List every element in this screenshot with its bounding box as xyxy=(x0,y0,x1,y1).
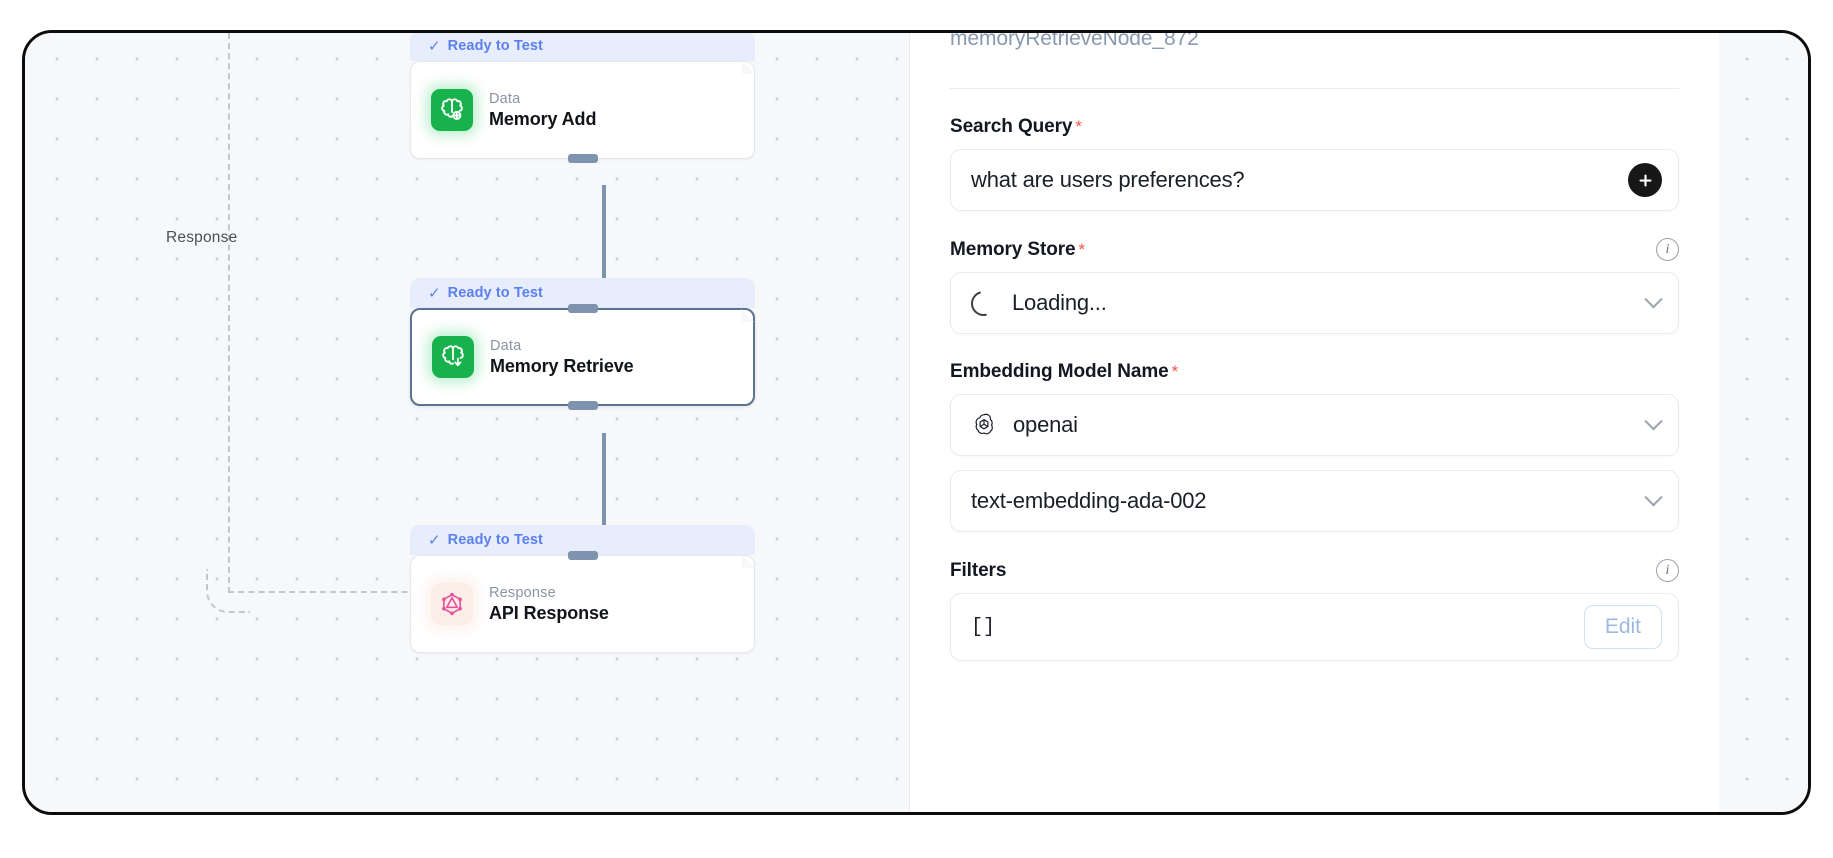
node-title-label: API Response xyxy=(489,602,609,623)
node-input-handle[interactable] xyxy=(567,304,598,313)
field-label-group: Embedding Model Name* xyxy=(950,361,1178,383)
check-icon: ✓ xyxy=(428,38,441,55)
filters-code-input[interactable]: [] Edit xyxy=(950,593,1679,661)
edge-label-response: Response xyxy=(166,229,238,246)
field-memory-store: Memory Store* i Loading... xyxy=(950,238,1679,334)
chevron-down-icon[interactable] xyxy=(1644,289,1663,308)
node-output-handle[interactable] xyxy=(567,154,598,163)
node-properties-panel: memoryRetrieveNode_872 Search Query* wha… xyxy=(909,33,1719,812)
field-label: Filters xyxy=(950,559,1007,581)
field-header: Filters i xyxy=(950,559,1679,582)
node-status-badge: ✓ Ready to Test xyxy=(410,525,755,555)
required-marker: * xyxy=(1075,117,1082,136)
node-kind-label: Response xyxy=(489,584,556,601)
field-embedding-model: text-embedding-ada-002 xyxy=(950,470,1679,532)
embedding-model-value: text-embedding-ada-002 xyxy=(971,488,1207,513)
node-status-label: Ready to Test xyxy=(447,532,543,548)
node-output-handle[interactable] xyxy=(567,401,598,410)
embedding-model-select[interactable]: text-embedding-ada-002 xyxy=(950,470,1679,532)
node-id-title: memoryRetrieveNode_872 xyxy=(950,33,1199,50)
node-api-response[interactable]: ✓ Ready to Test xyxy=(410,525,755,653)
node-status-label: Ready to Test xyxy=(447,38,543,54)
field-filters: Filters i [] Edit xyxy=(950,559,1679,661)
spinner-icon xyxy=(966,285,1001,321)
field-label: Memory Store xyxy=(950,238,1076,260)
response-edge-horizontal xyxy=(228,591,428,593)
node-title-label: Memory Retrieve xyxy=(490,355,634,376)
openai-icon xyxy=(971,412,997,438)
info-icon[interactable]: i xyxy=(1656,238,1679,261)
chevron-down-icon[interactable] xyxy=(1644,411,1663,430)
panel-divider xyxy=(950,88,1679,89)
field-label-group: Memory Store* xyxy=(950,239,1085,261)
search-query-input[interactable]: what are users preferences? xyxy=(950,149,1679,211)
brain-retrieve-icon xyxy=(432,336,474,378)
field-embedding-model-name: Embedding Model Name* openai xyxy=(950,361,1679,456)
search-query-value: what are users preferences? xyxy=(971,167,1245,192)
field-label: Embedding Model Name xyxy=(950,361,1169,382)
node-status-badge: ✓ Ready to Test xyxy=(410,33,755,61)
node-status-label: Ready to Test xyxy=(447,285,543,301)
node-kind-label: Data xyxy=(489,90,521,107)
node-memory-retrieve[interactable]: ✓ Ready to Test Data Memory Retrieve xyxy=(410,278,755,410)
response-edge-corner xyxy=(206,569,250,613)
plus-icon[interactable] xyxy=(1628,163,1662,197)
canvas-right-strip xyxy=(1719,33,1808,812)
node-input-handle[interactable] xyxy=(567,551,598,560)
node-title-label: Memory Add xyxy=(489,108,597,129)
check-icon: ✓ xyxy=(428,285,441,302)
wire-memoryadd-to-memoryretrieve xyxy=(602,185,606,290)
node-memory-add[interactable]: ✓ Ready to Test Data Memory Add xyxy=(410,33,755,163)
flow-canvas[interactable]: Response ✓ Ready to Test xyxy=(25,33,909,812)
field-header: Embedding Model Name* xyxy=(950,361,1679,383)
node-card[interactable]: Data Memory Add xyxy=(410,61,755,163)
node-card[interactable]: Response API Response xyxy=(410,551,755,653)
required-marker: * xyxy=(1171,362,1179,381)
field-label: Search Query xyxy=(950,116,1073,137)
filters-value: [] xyxy=(971,615,996,639)
node-card[interactable]: Data Memory Retrieve xyxy=(410,304,755,410)
node-status-badge: ✓ Ready to Test xyxy=(410,278,755,308)
field-header: Search Query* xyxy=(950,116,1679,138)
brain-add-icon xyxy=(431,89,473,131)
embedding-provider-value: openai xyxy=(1013,412,1078,437)
embedding-provider-select[interactable]: openai xyxy=(950,394,1679,456)
required-marker: * xyxy=(1078,239,1086,259)
memory-store-select[interactable]: Loading... xyxy=(950,272,1679,334)
graphql-response-icon xyxy=(431,583,473,625)
response-edge-vertical xyxy=(228,33,230,593)
edit-button[interactable]: Edit xyxy=(1583,605,1662,649)
chevron-down-icon[interactable] xyxy=(1644,487,1663,506)
field-header: Memory Store* i xyxy=(950,238,1679,261)
field-search-query: Search Query* what are users preferences… xyxy=(950,116,1679,211)
field-label-group: Search Query* xyxy=(950,116,1082,138)
memory-store-value: Loading... xyxy=(1012,290,1107,315)
wire-memoryretrieve-to-apiresponse xyxy=(602,433,606,538)
node-kind-label: Data xyxy=(490,337,522,354)
info-icon[interactable]: i xyxy=(1656,559,1679,582)
app-window: Response ✓ Ready to Test xyxy=(22,30,1811,815)
check-icon: ✓ xyxy=(428,532,441,549)
field-label-group: Filters xyxy=(950,560,1006,582)
